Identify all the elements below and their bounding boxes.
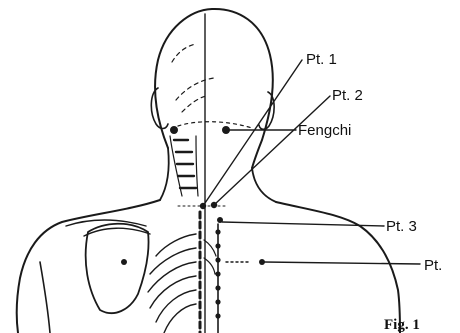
ribs bbox=[148, 234, 216, 333]
scapula bbox=[86, 224, 149, 313]
pt4-leader bbox=[264, 262, 420, 264]
pt3-label: Pt. 3 bbox=[386, 218, 417, 235]
figure-caption: Fig. 1 bbox=[384, 317, 420, 333]
left-arm-inner bbox=[40, 262, 50, 333]
pt1-label: Pt. 1 bbox=[306, 51, 337, 68]
cervical-vertebrae bbox=[170, 136, 198, 196]
occiput-curve bbox=[178, 122, 252, 128]
pt2-label: Pt. 2 bbox=[332, 87, 363, 104]
right-shoulder bbox=[276, 202, 400, 333]
skull-shading bbox=[172, 44, 214, 112]
pt2-leader bbox=[214, 96, 330, 205]
pt1-leader bbox=[203, 60, 302, 206]
pt4-label: Pt. bbox=[424, 257, 442, 274]
fengchi-label: Fengchi bbox=[298, 122, 351, 139]
neck-right bbox=[252, 168, 276, 202]
pt3-leader bbox=[222, 222, 384, 226]
left-fengchi-point bbox=[170, 126, 178, 134]
neck-left bbox=[160, 148, 169, 200]
scapula-point bbox=[121, 259, 127, 265]
head-outline bbox=[155, 9, 273, 168]
left-shoulder bbox=[17, 200, 160, 333]
